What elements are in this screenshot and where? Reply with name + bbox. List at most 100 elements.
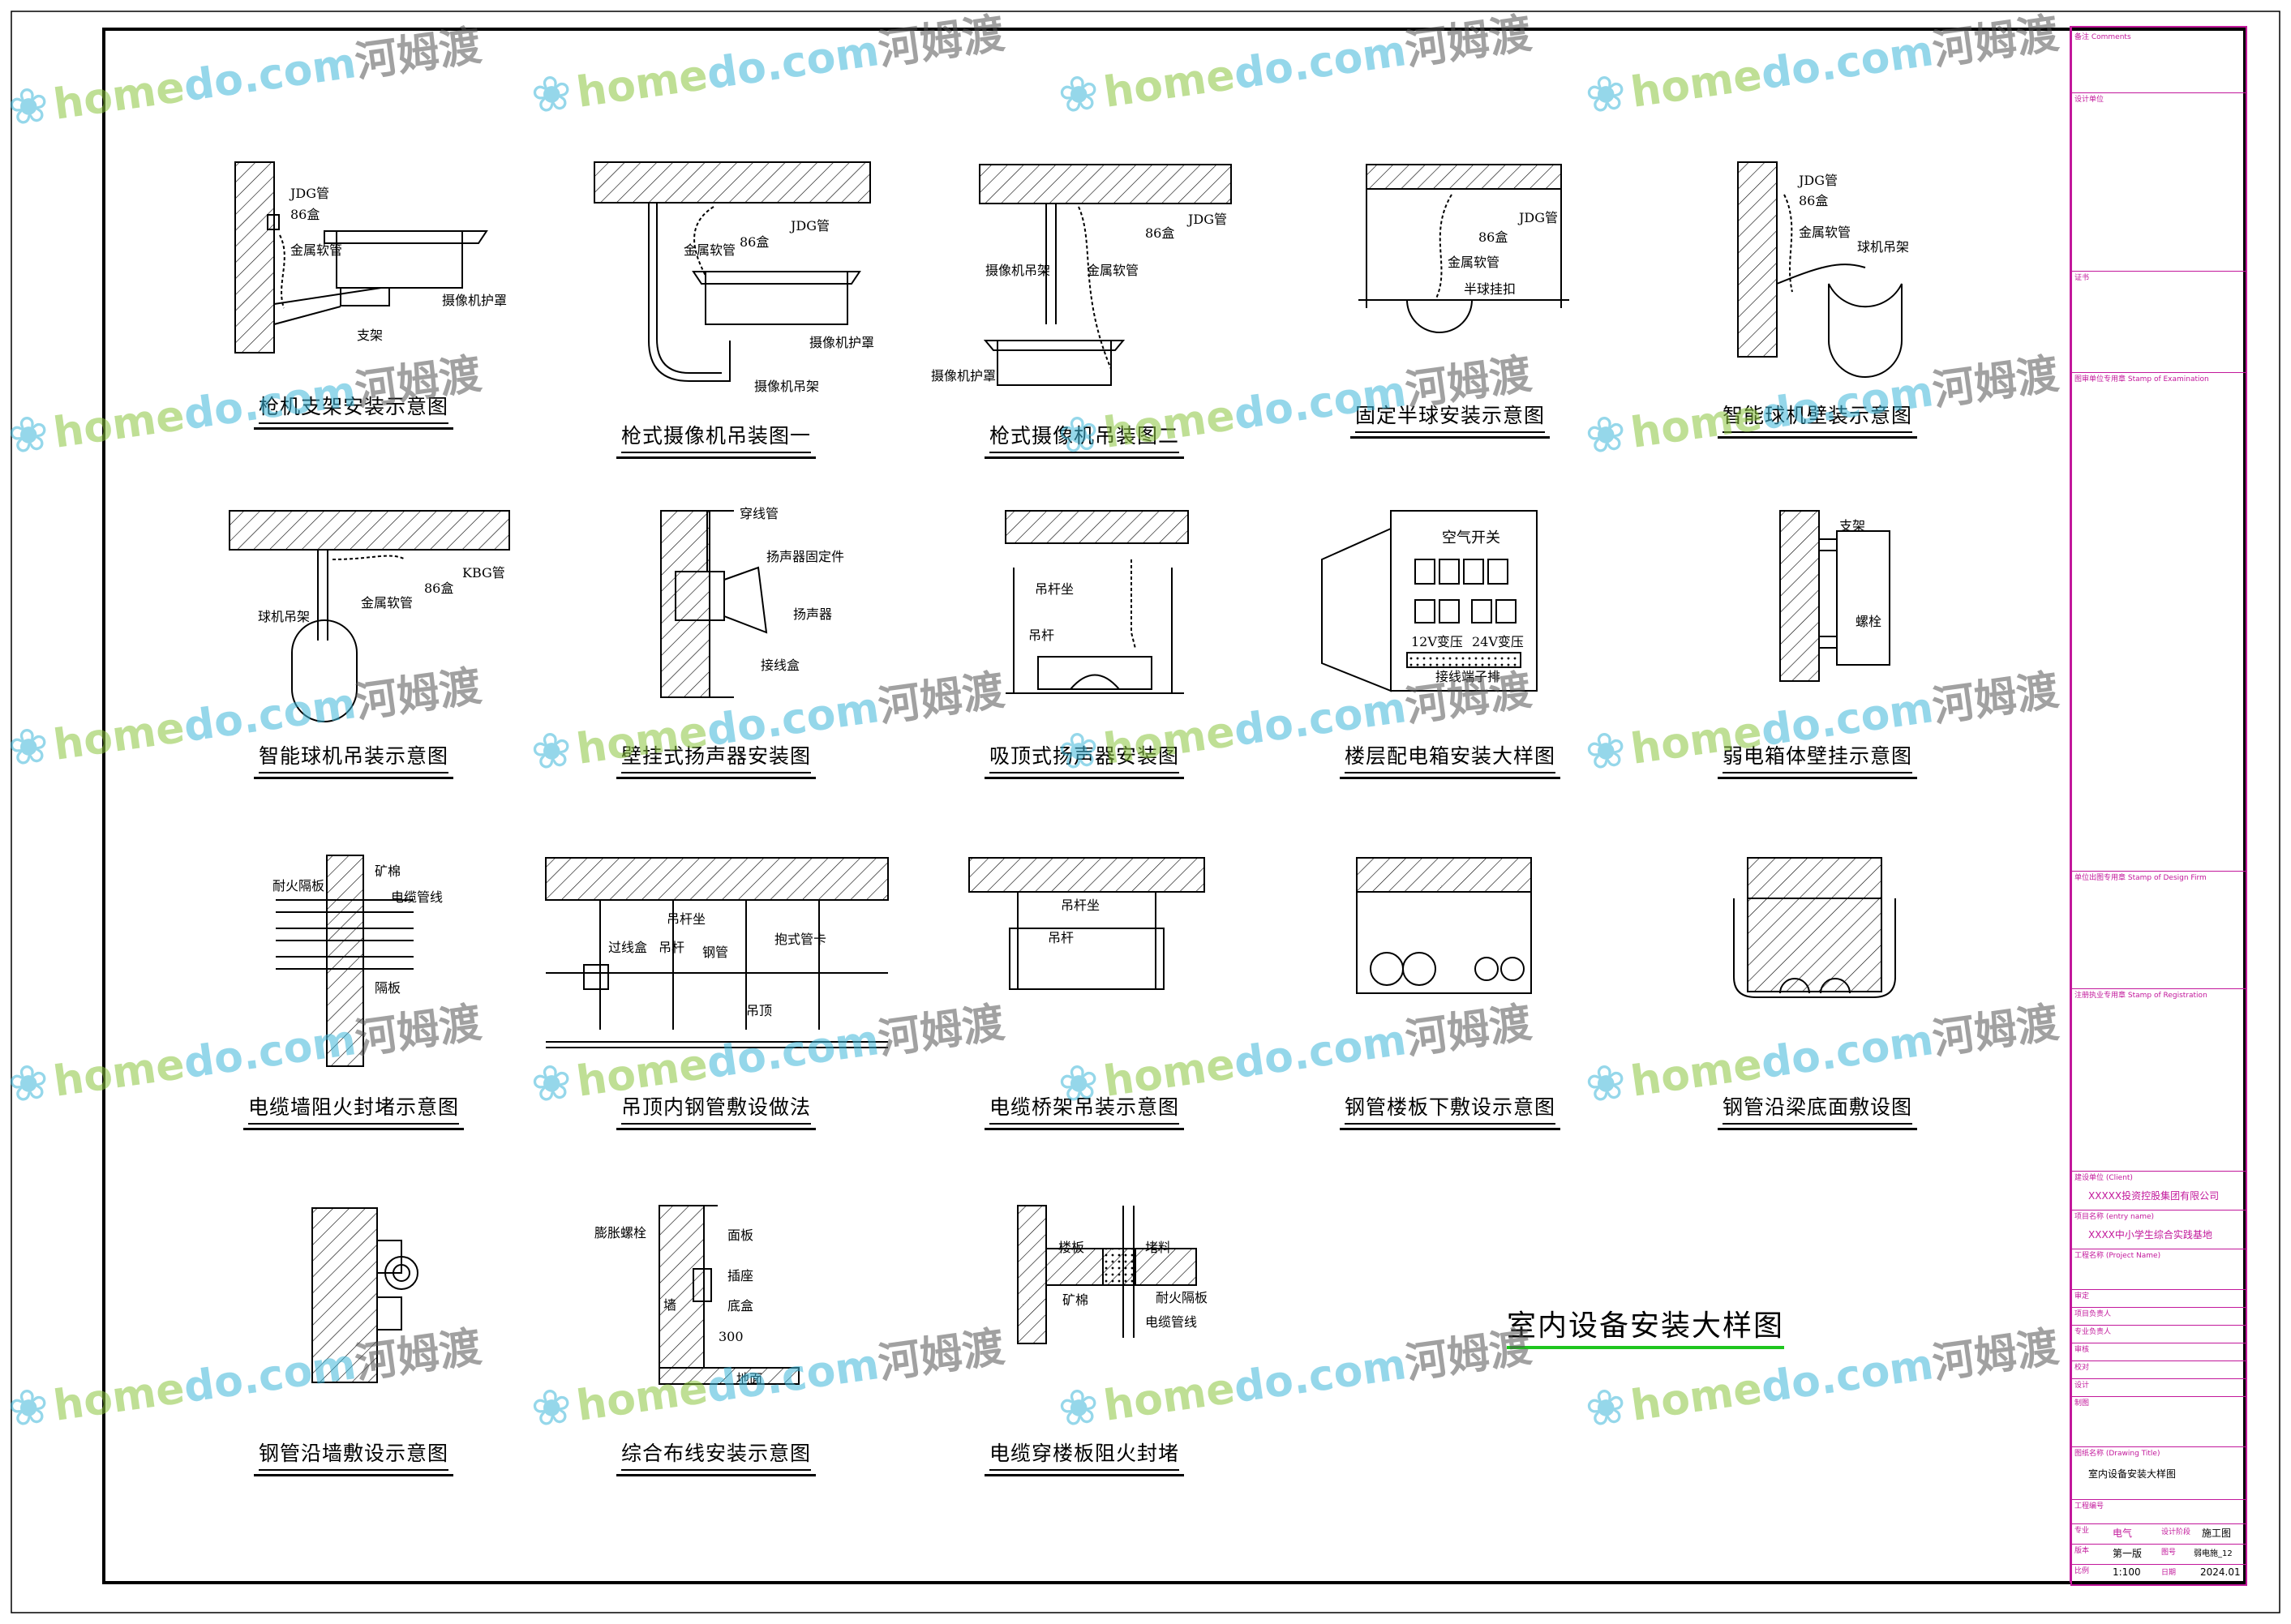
label: 支架 [1839, 518, 1866, 533]
label: JDG管 [290, 186, 330, 201]
caption-14: 钢管楼板下敷设示意图 [1320, 1091, 1580, 1130]
caption-16: 钢管沿墙敷设示意图 [224, 1438, 483, 1476]
caption-2: 枪式摄像机吊装图一 [586, 420, 846, 459]
label: 支架 [357, 328, 384, 343]
date: 2024.01 [2200, 1566, 2241, 1578]
caption-4: 固定半球安装示意图 [1320, 400, 1580, 439]
detail-9-drawing [1321, 510, 1538, 692]
label: JDG管 [1519, 210, 1559, 225]
label: 86盒 [1799, 193, 1829, 208]
label: 86盒 [1478, 229, 1508, 245]
date-label: 日期 [2161, 1569, 2177, 1577]
label: 抱式管卡 [774, 932, 827, 947]
detail-12-drawing [545, 857, 889, 1048]
label: 扬声器固定件 [766, 549, 845, 564]
caption-1: 枪机支架安装示意图 [224, 391, 483, 430]
label: 摄像机吊架 [754, 379, 820, 394]
project-label: 项目名称 (entry name) [2072, 1210, 2246, 1221]
label: 摄像机护罩 [442, 293, 508, 308]
version-row: 版本 [2072, 1544, 2246, 1562]
caption-12: 吊顶内钢管敷设做法 [586, 1091, 846, 1130]
label: 摄像机吊架 [985, 263, 1051, 278]
discipline: 电气 [2113, 1528, 2133, 1539]
label: 底盒 [727, 1298, 754, 1313]
label: 堵料 [1145, 1240, 1172, 1255]
label: 86盒 [424, 581, 454, 596]
version: 第一版 [2113, 1548, 2143, 1559]
seal-label: 证书 [2072, 271, 2246, 282]
label: 86盒 [290, 207, 320, 222]
caption-18: 电缆穿楼板阻火封堵 [955, 1438, 1214, 1476]
label: 螺栓 [1856, 614, 1882, 629]
detail-3-drawing [979, 164, 1232, 386]
caption-9: 楼层配电箱安装大样图 [1320, 740, 1580, 779]
detail-16-drawing [311, 1207, 418, 1383]
label: 吊杆坐 [1035, 581, 1075, 597]
caption-11: 电缆墙阻火封堵示意图 [224, 1091, 483, 1130]
label: 隔板 [375, 980, 401, 996]
label: 86盒 [740, 234, 770, 250]
sheet-title: 室内设备安装大样图 [1507, 1302, 1784, 1349]
caption-8: 吸顶式扬声器安装图 [955, 740, 1214, 779]
role-row: 设计 [2072, 1378, 2246, 1395]
caption-3: 枪式摄像机吊装图二 [955, 420, 1214, 459]
eng-no-label: 工程编号 [2072, 1499, 2246, 1510]
design-stamp-label: 单位出图专用章 Stamp of Design Firm [2072, 871, 2246, 882]
caption-5: 智能球机壁装示意图 [1688, 400, 1947, 439]
label: 300 [719, 1329, 744, 1344]
label: 金属软管 [290, 242, 343, 258]
stage-label: 设计阶段 [2161, 1528, 2191, 1536]
caption-13: 电缆桥架吊装示意图 [955, 1091, 1214, 1130]
label: 吊杆坐 [1061, 898, 1100, 913]
registration-stamp-label: 注册执业专用章 Stamp of Registration [2072, 988, 2246, 1000]
label: 金属软管 [361, 595, 414, 611]
detail-5-drawing [1737, 161, 1903, 378]
label: JDG管 [791, 218, 830, 234]
drawing-title: 室内设备安装大样图 [2088, 1468, 2177, 1480]
label: 金属软管 [1448, 255, 1500, 270]
caption-17: 综合布线安装示意图 [586, 1438, 846, 1476]
label: 地面 [736, 1371, 763, 1386]
label: 面板 [727, 1228, 754, 1243]
label: 摄像机护罩 [931, 368, 997, 384]
scale: 1:100 [2113, 1566, 2141, 1578]
label: 插座 [727, 1268, 754, 1283]
detail-14-drawing [1356, 857, 1532, 994]
label: 电缆管线 [1145, 1314, 1198, 1330]
label: JDG管 [1188, 212, 1228, 227]
label: 过线盒 [608, 940, 648, 955]
stage: 施工图 [2202, 1528, 2232, 1539]
role-row: 审定 [2072, 1289, 2246, 1305]
engineering-label: 工程名称 (Project Name) [2072, 1249, 2246, 1260]
detail-18-drawing [1017, 1205, 1197, 1344]
scale-row: 比例 [2072, 1564, 2246, 1582]
label: 膨胀螺栓 [594, 1225, 647, 1240]
label: 半球挂扣 [1464, 281, 1517, 297]
label: 钢管 [702, 945, 729, 960]
role-row: 项目负责人 [2072, 1307, 2246, 1323]
label: KBG管 [462, 565, 505, 581]
detail-13-drawing [968, 857, 1205, 990]
label: 楼板 [1058, 1240, 1085, 1255]
label: 吊杆坐 [667, 911, 706, 927]
caption-10: 弱电箱体壁挂示意图 [1688, 740, 1947, 779]
label: 电缆管线 [391, 889, 444, 905]
role-row: 审核 [2072, 1343, 2246, 1359]
label: 吊杆 [1048, 930, 1075, 945]
detail-4-drawing [1358, 164, 1569, 333]
drawing-no: 弱电施_12 [2194, 1549, 2233, 1558]
title-block: 备注 Comments 设计单位 证书 图审单位专用章 Stamp of Exa… [2070, 26, 2247, 1586]
caption-15: 钢管沿梁底面敷设图 [1688, 1091, 1947, 1130]
label: 球机吊架 [1857, 239, 1910, 255]
label: 接线端子排 [1435, 669, 1501, 684]
detail-11-drawing [276, 855, 414, 1067]
label: 墙 [663, 1297, 677, 1313]
detail-8-drawing [1005, 510, 1189, 694]
label: 吊杆 [659, 940, 685, 955]
role-row: 制图 [2072, 1396, 2246, 1412]
label: 金属软管 [1799, 225, 1851, 240]
label: 耐火隔板 [1156, 1290, 1208, 1305]
label: 金属软管 [684, 242, 736, 258]
role-row: 校对 [2072, 1360, 2246, 1377]
